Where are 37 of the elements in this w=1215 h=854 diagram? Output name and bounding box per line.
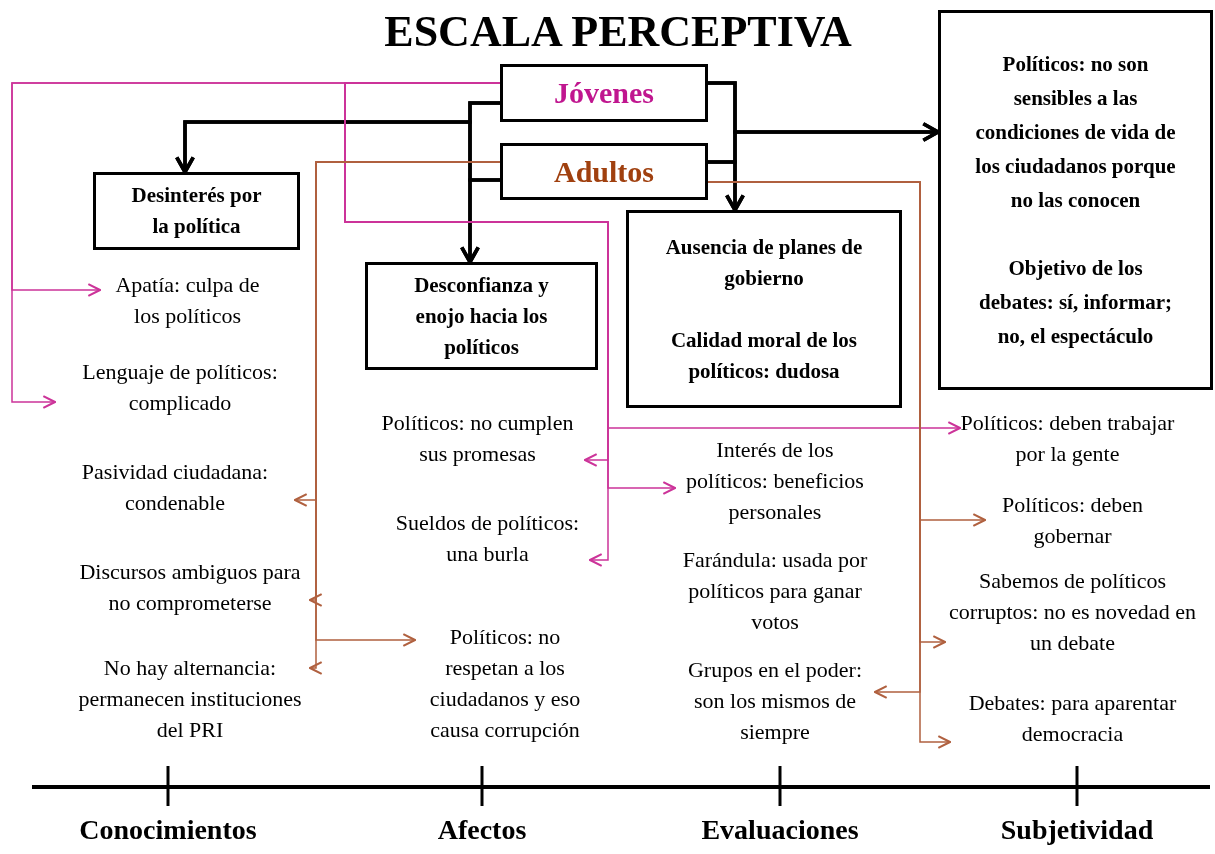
- statement-text: Políticos: no cumplen sus promesas: [370, 405, 585, 471]
- concept-box: [938, 10, 1213, 390]
- group-box: [500, 143, 708, 200]
- statement-text: Sabemos de políticos corruptos: no es novedad en un debate: [945, 563, 1200, 659]
- box-text: Desinterés por la política: [130, 182, 263, 240]
- statement-text: Sueldos de políticos: una burla: [385, 505, 590, 571]
- statement-text: Pasividad ciudadana: condenable: [55, 455, 295, 519]
- box-text: Calidad moral de los políticos: dudosa: [669, 326, 859, 385]
- concept-box: [626, 210, 902, 408]
- group-box: [500, 64, 708, 122]
- box-text: Desconfianza y enojo hacia los políticos: [413, 271, 550, 361]
- axis-label: Subjetividad: [999, 813, 1155, 847]
- axis-label: Afectos: [436, 813, 528, 847]
- diagram-title: ESCALA PERCEPTIVA: [383, 6, 853, 58]
- connector-arrow: [708, 121, 940, 164]
- statement-text: No hay alternancia: permanecen instituciones del PRI: [70, 650, 310, 746]
- box-text: Adultos: [553, 153, 654, 190]
- axis-label: Evaluaciones: [700, 813, 860, 847]
- box-text: Objetivo de los debates: sí, informar; no, el espectáculo: [977, 255, 1174, 350]
- statement-text: Políticos: deben gobernar: [985, 487, 1160, 553]
- statement-text: Grupos en el poder: son los mismos de siempre: [675, 652, 875, 748]
- concept-box: [365, 262, 598, 370]
- statement-text: Interés de los políticos: beneficios personales: [675, 432, 875, 528]
- statement-text: Apatía: culpa de los políticos: [100, 268, 275, 332]
- statement-text: Discursos ambiguos para no comprometerse: [70, 555, 310, 619]
- statement-text: Farándula: usada por políticos para ganar votos: [681, 545, 869, 636]
- connector-arrow: [459, 178, 500, 264]
- statement-text: Debates: para aparentar democracia: [950, 685, 1195, 751]
- statement-text: Políticos: deben trabajar por la gente: [960, 405, 1175, 471]
- box-text: Políticos: no son sensibles a las condiciones de vida de los ciudadanos porque no las conocen: [974, 51, 1177, 214]
- box-text: Jóvenes: [554, 75, 654, 111]
- box-text: Ausencia de planes de gobierno: [664, 233, 864, 292]
- concept-box: [93, 172, 300, 250]
- statement-text: Políticos: no respetan a los ciudadanos y eso causa corrupción: [415, 618, 595, 748]
- connector-arrow: [344, 82, 609, 567]
- axis-label: Conocimientos: [78, 813, 258, 847]
- statement-text: Lenguaje de políticos: complicado: [55, 355, 305, 419]
